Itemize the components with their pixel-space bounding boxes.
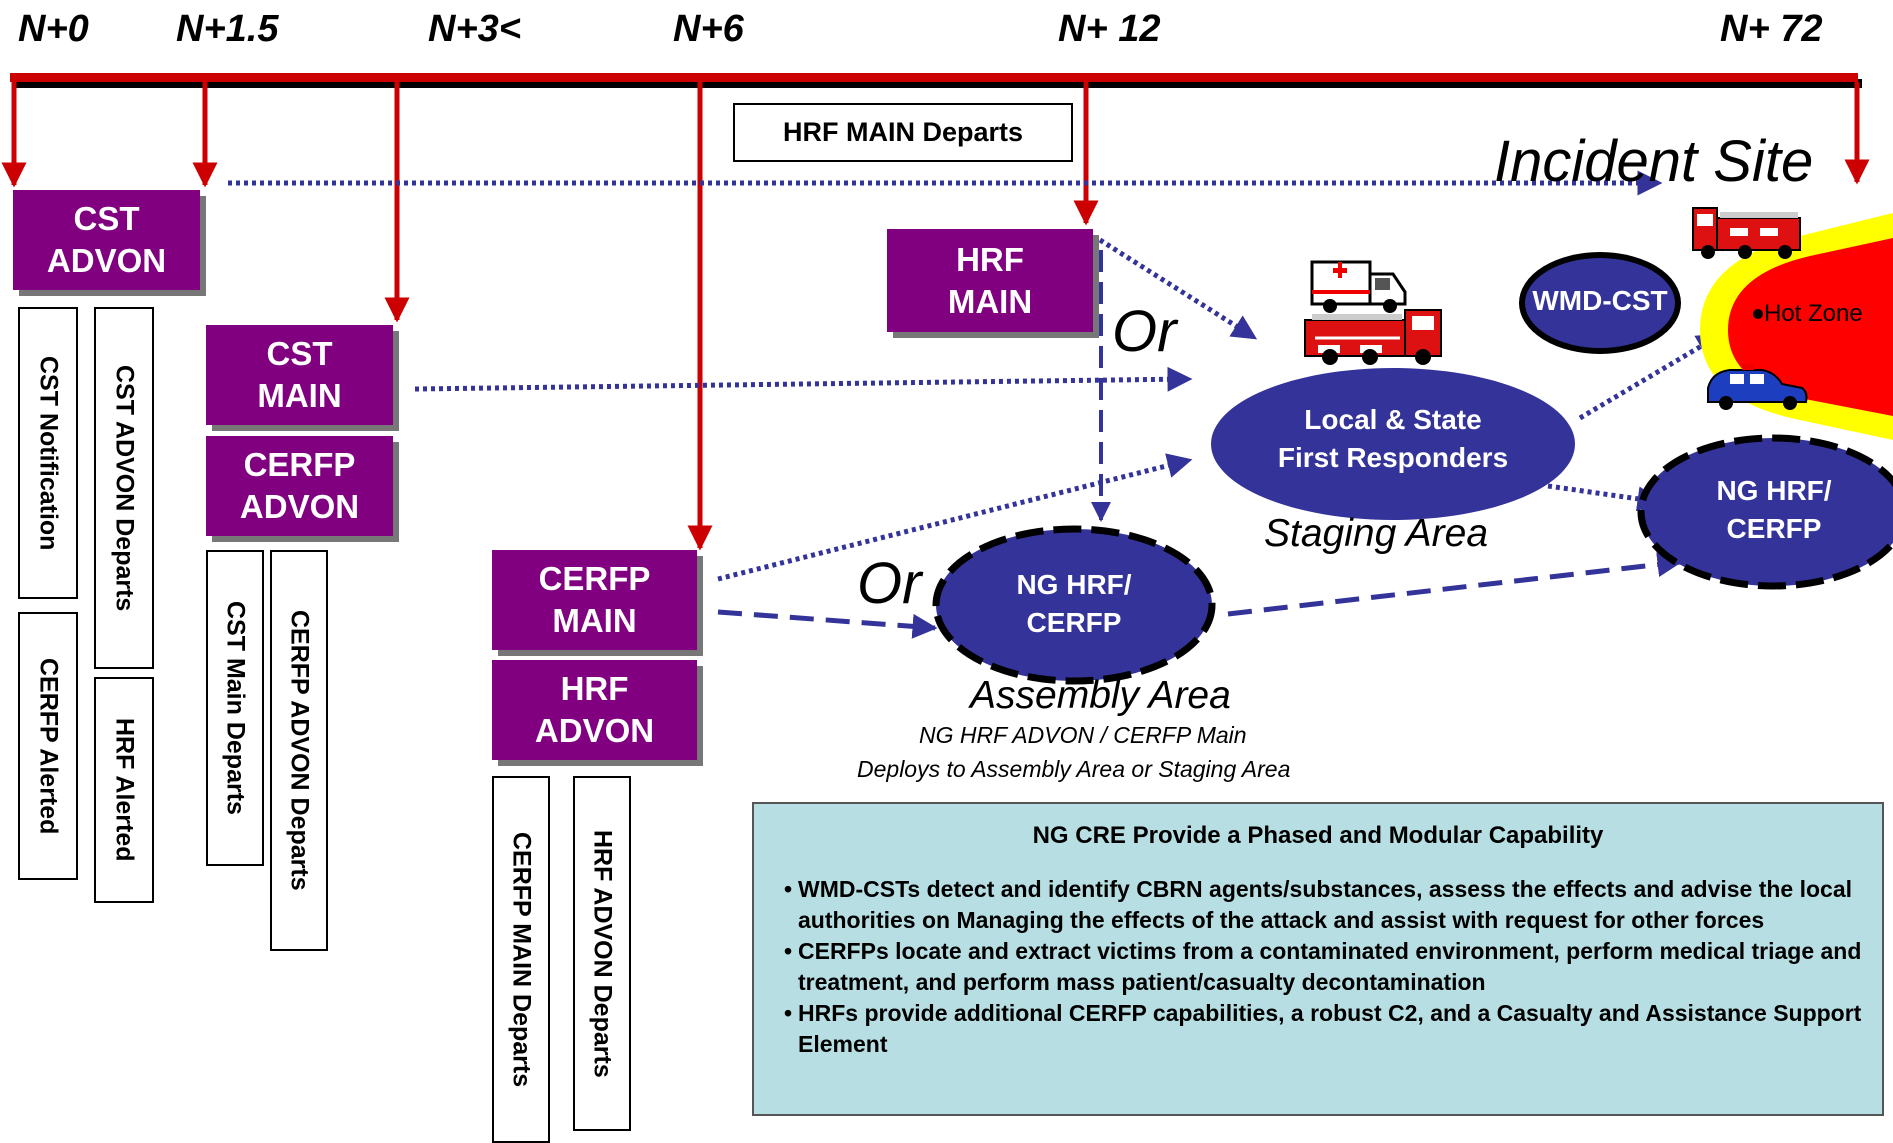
event-cerfp-alerted: CERFP Alerted [18, 612, 78, 880]
assembly-note-line1: NG HRF ADVON / CERFP Main [919, 722, 1247, 748]
unit-box-cst-main: CST MAIN [206, 325, 393, 425]
local-state-label: Local & State First Responders [1277, 404, 1509, 473]
incident-site-label: Incident Site [1494, 129, 1814, 194]
event-cst-advon-departs: CST ADVON Departs [94, 307, 154, 669]
event-hrf-main-departs: HRF MAIN Departs [733, 103, 1073, 162]
event-cst-main-departs: CST Main Departs [206, 550, 264, 866]
ng-hrf-cerfp-incident-node [1637, 434, 1893, 590]
or-label-lower: Or [857, 551, 922, 616]
event-cerfp-main-departs: CERFP MAIN Departs [492, 776, 550, 1143]
police-car-icon [1707, 364, 1808, 410]
unit-box-hrf-main: HRF MAIN [887, 229, 1093, 332]
fire-truck-icon-incident [1692, 207, 1801, 259]
assembly-note-line2: Deploys to Assembly Area or Staging Area [857, 756, 1291, 782]
event-hrf-alerted: HRF Alerted [94, 677, 154, 903]
unit-box-cerfp-main: CERFP MAIN [492, 550, 697, 650]
tick-label-n6: N+6 [673, 8, 744, 50]
tick-label-n0: N+0 [18, 8, 89, 50]
capability-title: NG CRE Provide a Phased and Modular Capa… [1032, 822, 1604, 849]
tick-label-n12: N+ 12 [1058, 8, 1161, 50]
ng-hrf-cerfp-assembly-label: NG HRF/ CERFP [1016, 569, 1132, 638]
ng-hrf-cerfp-assembly-node [932, 525, 1216, 685]
tick-label-n1-5: N+1.5 [176, 8, 279, 50]
unit-box-cerfp-advon: CERFP ADVON [206, 436, 393, 536]
capability-list: WMD-CSTs detect and identify CBRN agents… [754, 874, 1882, 1060]
capability-item-cerfp: CERFPs locate and extract victims from a… [784, 936, 1882, 998]
tick-label-n3: N+3< [428, 8, 521, 50]
staging-area-label: Staging Area [1264, 512, 1489, 555]
ambulance-icon [1310, 260, 1407, 313]
timeline-bar-shadow [14, 79, 1862, 88]
event-cst-notification: CST Notification [18, 307, 78, 599]
local-state-node [1211, 368, 1575, 520]
tick-label-n72: N+ 72 [1720, 8, 1823, 50]
event-hrf-advon-departs: HRF ADVON Departs [573, 776, 631, 1131]
assembly-area-label: Assembly Area [970, 674, 1231, 717]
unit-box-cst-advon: CST ADVON [13, 190, 200, 290]
flow-arrows [228, 170, 1723, 639]
wmd-cst-node [1519, 252, 1681, 354]
timeline-bar [10, 73, 1858, 82]
ng-hrf-cerfp-incident-label: NG HRF/ CERFP [1716, 475, 1832, 544]
capability-panel: NG CRE Provide a Phased and Modular Capa… [752, 802, 1884, 1116]
hot-zone-label: Hot Zone [1764, 300, 1863, 327]
event-cerfp-advon-departs: CERFP ADVON Departs [270, 550, 328, 951]
fire-truck-icon [1304, 309, 1442, 365]
capability-item-hrf: HRFs provide additional CERFP capabiliti… [784, 998, 1882, 1060]
unit-box-hrf-advon: HRF ADVON [492, 660, 697, 760]
capability-item-wmd-cst: WMD-CSTs detect and identify CBRN agents… [784, 874, 1882, 936]
or-label-upper: Or [1112, 299, 1177, 364]
wmd-cst-label: WMD-CST [1532, 285, 1668, 316]
timeline-drop-arrows [1, 82, 1870, 551]
